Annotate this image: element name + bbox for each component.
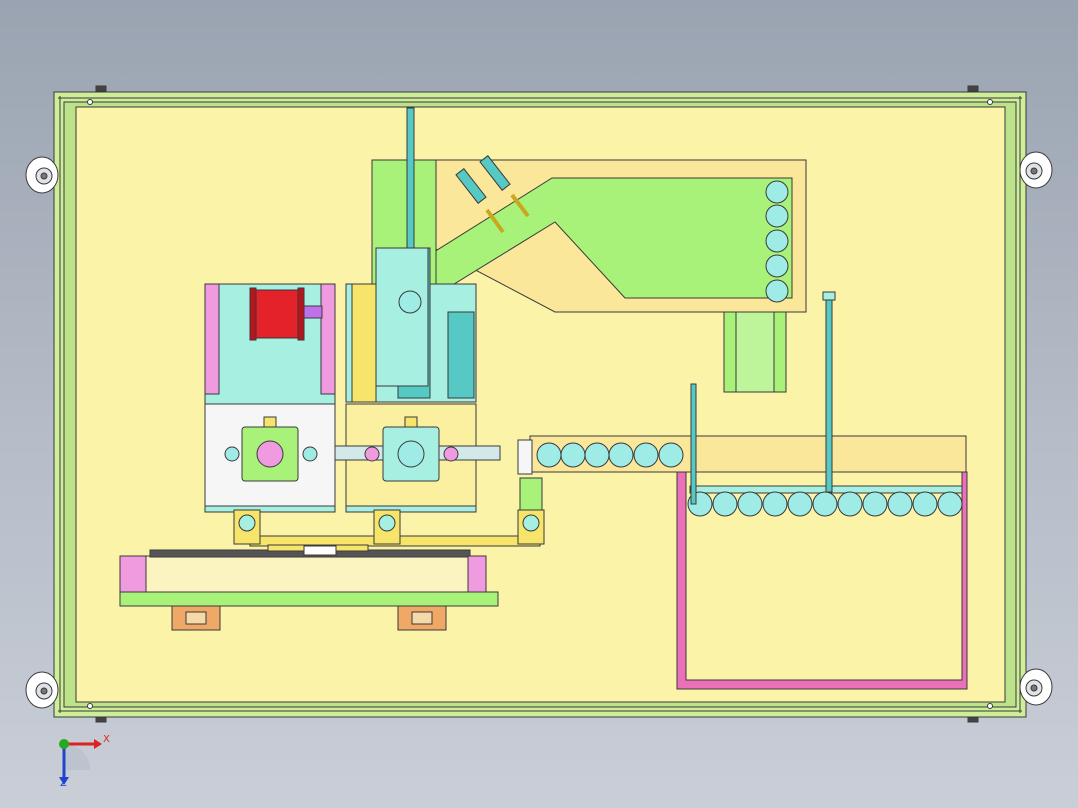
frame-bolts: [87, 85, 993, 723]
feed-track-endstop: [517, 439, 533, 475]
sensor-1: [455, 168, 505, 234]
caster-wheel-bottom-right: [1019, 668, 1053, 706]
z-axis-label: Z: [60, 778, 67, 789]
tray-pusher-rod-right: [825, 295, 833, 493]
press-side-left: [351, 283, 377, 403]
coil-flange-left: [249, 287, 257, 341]
left-station-side-left: [204, 283, 220, 395]
hopper-chute-inner: [735, 311, 775, 393]
right-die-mount: [364, 416, 459, 482]
press-inner-slot: [375, 247, 429, 387]
die-base-strip-left: [204, 505, 336, 513]
caster-wheel-top-right: [1019, 151, 1053, 189]
slide-table-top: [119, 555, 487, 593]
slide-table-clip: [303, 545, 337, 556]
feed-track-rollers: [536, 442, 684, 468]
slide-table-endcap-right: [467, 555, 487, 593]
coordinate-triad: [59, 739, 102, 785]
coil-flange-right: [297, 287, 305, 341]
die-base-strip-right: [345, 505, 477, 513]
x-axis-label: X: [103, 734, 110, 745]
caster-wheel-bottom-left: [25, 671, 59, 709]
clamp-right: [517, 477, 545, 545]
caster-wheel-top-left: [25, 156, 59, 194]
sensor-2: [479, 155, 530, 218]
clamp-left: [233, 509, 261, 545]
tray-pusher-cap: [822, 291, 836, 301]
coil-body: [251, 289, 303, 339]
coil-shaft: [303, 305, 323, 319]
slide-table-endcap-left: [119, 555, 147, 593]
left-station-side-right: [320, 283, 336, 395]
clamp-middle: [373, 509, 401, 545]
press-guide-right: [447, 311, 475, 399]
vertical-cylinder-rod: [406, 107, 415, 249]
tray-pusher-rod-left: [690, 383, 697, 505]
press-pivot: [398, 290, 422, 314]
bracket-roller-column: [765, 180, 789, 303]
profile-foot-left: [171, 605, 221, 631]
slide-table-base: [119, 591, 499, 607]
left-die-mount: [224, 416, 318, 482]
tray-roller-row: [687, 491, 963, 517]
profile-foot-right: [397, 605, 447, 631]
